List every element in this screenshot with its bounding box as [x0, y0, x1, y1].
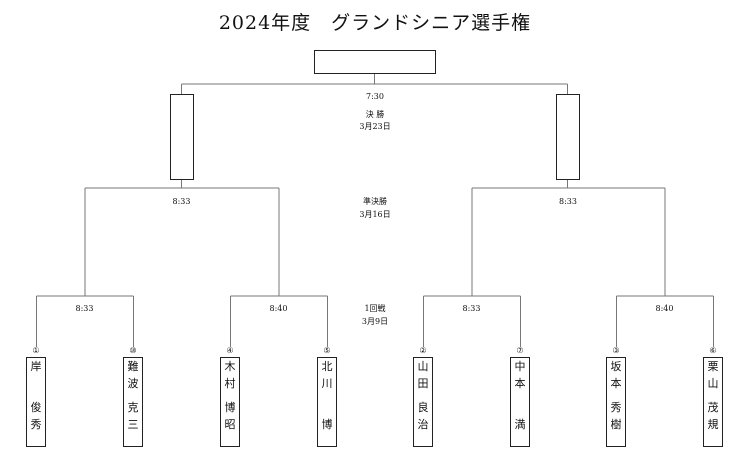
r1-match-time: 8:40 [269, 304, 288, 313]
final-time: 7:30 [366, 92, 384, 101]
player-box: 坂本秀樹 [606, 357, 626, 447]
player-seed: ② [416, 347, 430, 355]
player-box: 山田良治 [413, 357, 433, 447]
player-box: 難波克三 [123, 357, 143, 447]
player-box: 中本満 [510, 357, 530, 447]
page-title: 2024年度 グランドシニア選手権 [218, 12, 532, 34]
player-seed: ⑩ [126, 347, 140, 355]
semifinal-winner-box-left [170, 94, 194, 180]
player-seed: ⑦ [513, 347, 527, 355]
champion-box [314, 50, 436, 74]
player-box: 栗山茂規 [703, 357, 723, 447]
final-round-label: 決 勝 [365, 110, 385, 119]
r1-match-time: 8:33 [75, 304, 94, 313]
player-box: 岸俊秀 [26, 357, 46, 447]
player-seed: ① [29, 347, 43, 355]
r1-match-time: 8:40 [655, 304, 674, 313]
player-box: 木村博昭 [220, 357, 240, 447]
semifinal-match-time: 8:33 [172, 197, 191, 206]
player-seed: ⑤ [320, 347, 334, 355]
semifinal-round-label: 準決勝 [363, 197, 387, 206]
first-round-label: 1回戦 [364, 304, 386, 313]
player-seed: ④ [223, 347, 237, 355]
semifinal-winner-box-right [556, 94, 580, 180]
final-date: 3月23日 [359, 122, 391, 131]
semifinal-date: 3月16日 [359, 210, 391, 219]
player-seed: ③ [609, 347, 623, 355]
semifinal-match-time: 8:33 [559, 197, 577, 206]
r1-match-time: 8:33 [462, 304, 481, 313]
first-round-date: 3月9日 [361, 317, 389, 326]
player-box: 北川博 [317, 357, 337, 447]
player-seed: ⑥ [706, 347, 720, 355]
